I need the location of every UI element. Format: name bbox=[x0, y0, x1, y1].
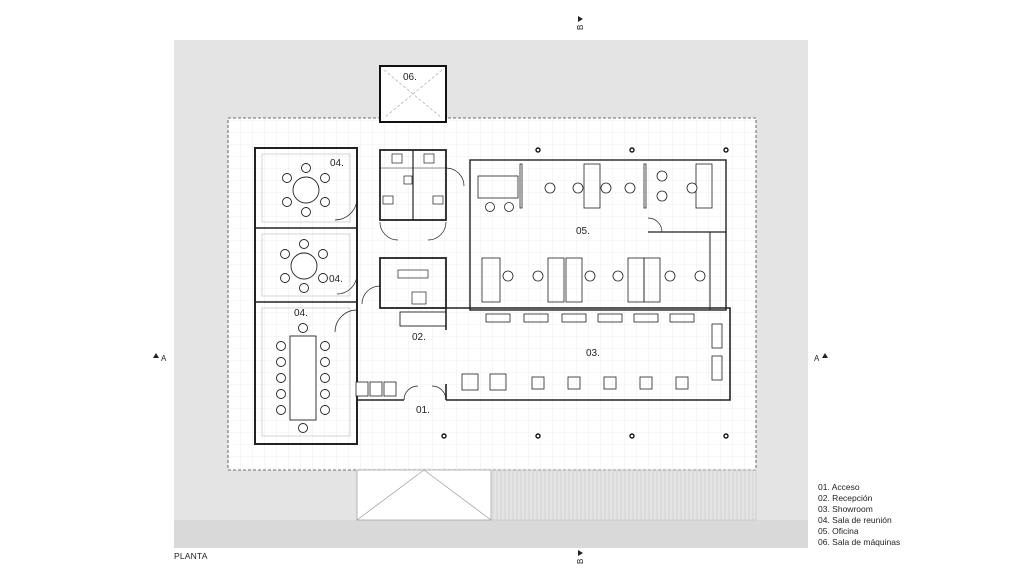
room-label-03: 03. bbox=[586, 348, 600, 359]
legend-item: 02. Recepción bbox=[818, 493, 873, 503]
meeting-rooms-block bbox=[254, 147, 358, 445]
svg-text:A: A bbox=[161, 354, 167, 363]
long-table bbox=[276, 323, 330, 433]
legend-item: 03. Showroom bbox=[818, 504, 873, 514]
section-marker-a-right: A bbox=[814, 353, 828, 363]
machine-room bbox=[379, 65, 447, 123]
round-table-middle bbox=[280, 239, 328, 293]
section-marker-b-bottom: B bbox=[576, 550, 585, 564]
room-label-02: 02. bbox=[412, 332, 426, 343]
room-label-06: 06. bbox=[403, 72, 417, 83]
room-label-04c: 04. bbox=[294, 308, 308, 319]
svg-text:B: B bbox=[576, 25, 585, 30]
room-label-04b: 04. bbox=[329, 274, 343, 285]
legend-item: 01. Acceso bbox=[818, 482, 860, 492]
svg-text:A: A bbox=[814, 354, 820, 363]
office-chairs bbox=[485, 170, 706, 282]
toilet-core bbox=[361, 149, 465, 309]
room-label-01: 01. bbox=[416, 405, 430, 416]
room-label-05: 05. bbox=[576, 226, 590, 237]
legend-item: 06. Sala de máquinas bbox=[818, 537, 901, 547]
svg-text:B: B bbox=[576, 559, 585, 564]
entrance-plaza bbox=[356, 469, 757, 521]
showroom-area bbox=[445, 307, 731, 401]
drawing-title: PLANTA bbox=[174, 551, 208, 561]
legend: 01. Acceso 02. Recepción 03. Showroom 04… bbox=[818, 482, 900, 548]
section-marker-a-left: A bbox=[153, 353, 167, 363]
ground-strip bbox=[174, 520, 808, 548]
round-table-top bbox=[282, 163, 330, 217]
room-label-04a: 04. bbox=[330, 158, 344, 169]
legend-item: 05. Oficina bbox=[818, 526, 859, 536]
entrance-doors bbox=[355, 381, 447, 401]
structural-columns bbox=[441, 147, 729, 439]
section-marker-b-top: B bbox=[576, 16, 585, 30]
legend-item: 04. Sala de reunión bbox=[818, 515, 892, 525]
office-area bbox=[469, 159, 727, 311]
reception-counter bbox=[399, 311, 447, 327]
